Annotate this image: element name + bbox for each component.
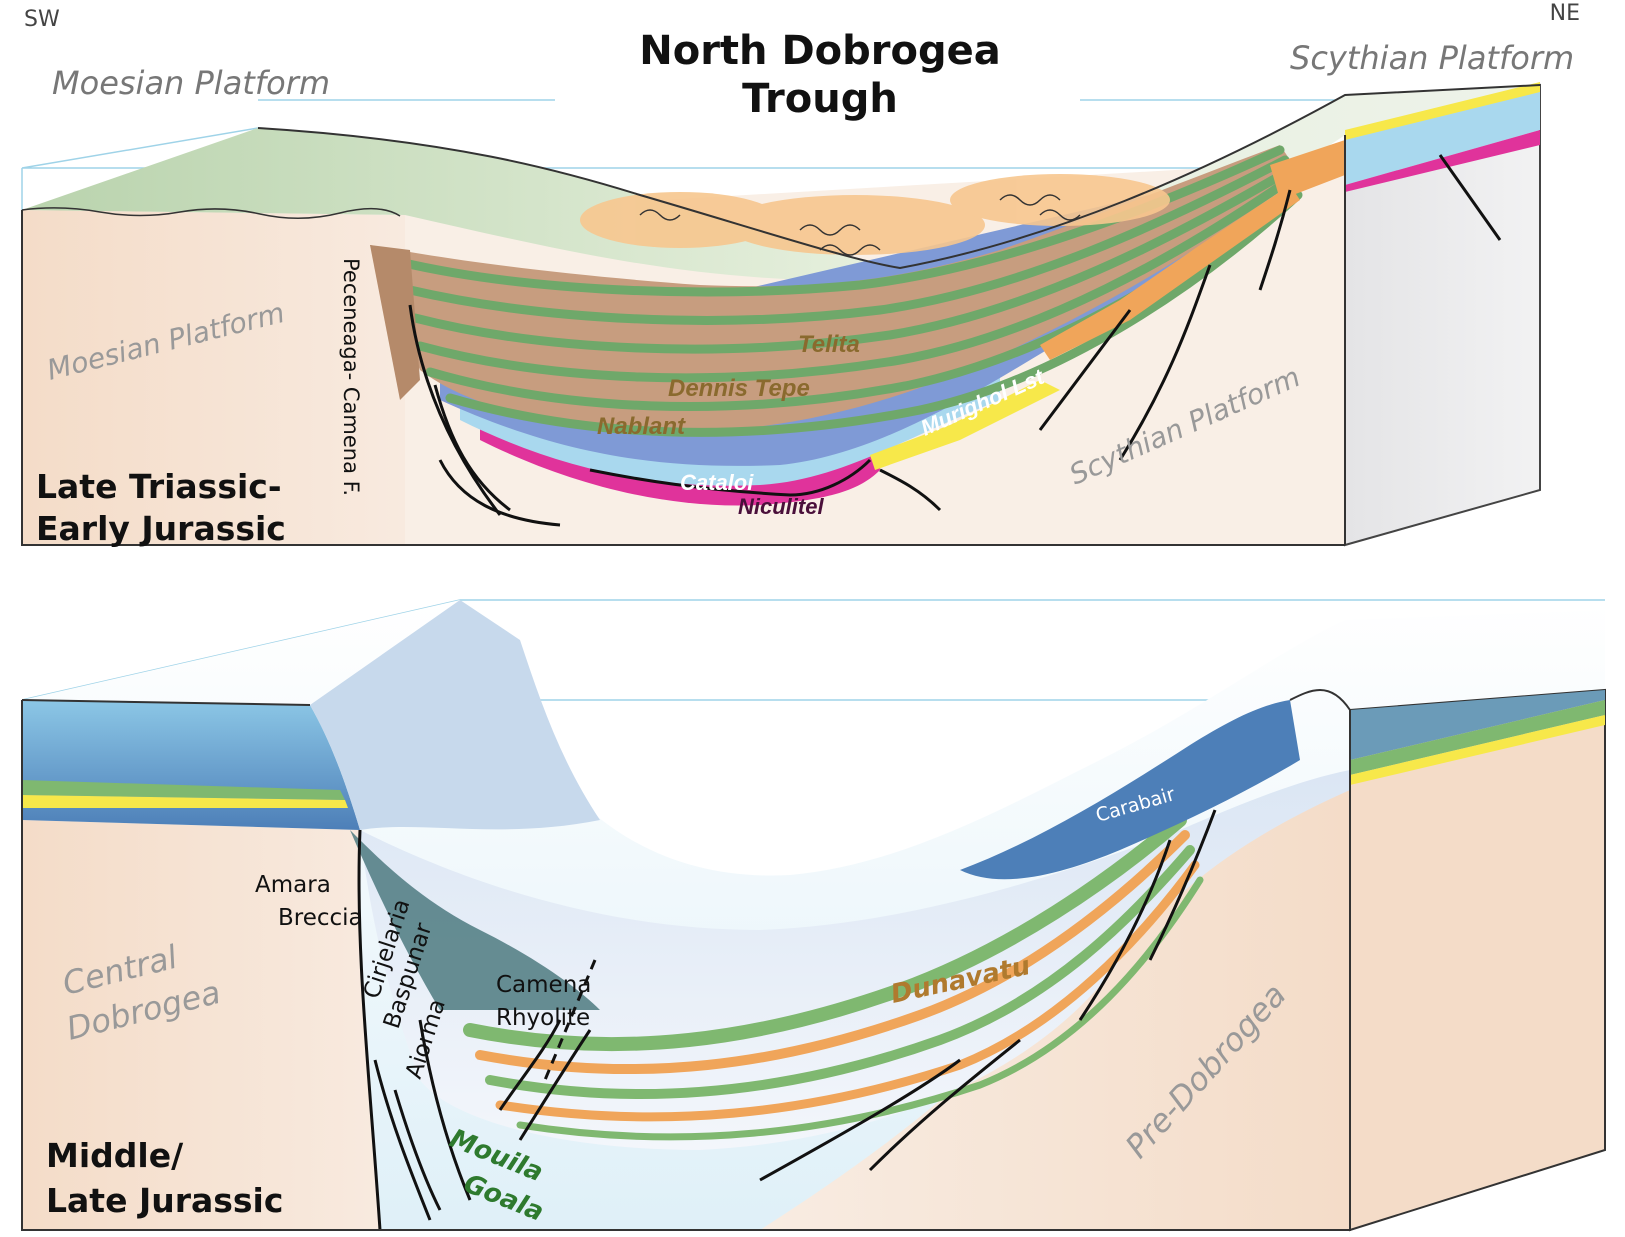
camena-dike — [543, 959, 597, 1081]
unit-breccia: Breccia — [278, 905, 363, 931]
top-block-outline — [21, 135, 1346, 546]
scythian-platform-top-label: Scythian Platform — [1290, 39, 1574, 77]
unit-dennis-tepe: Dennis Tepe — [668, 375, 810, 402]
platform-right-strip — [1345, 85, 1540, 185]
bottom-block-outline — [21, 700, 1351, 1231]
top-period-line1: Late Triassic- — [36, 467, 282, 506]
bottom-basement-left — [22, 820, 380, 1230]
unit-rhyolite: Rhyolite — [496, 1005, 590, 1031]
unit-nablant: Nablant — [597, 413, 686, 440]
orientation-sw: SW — [24, 7, 60, 32]
bottom-carabair-wedge — [960, 700, 1300, 880]
bottom-left-dark-units — [350, 830, 600, 1010]
diagram-title-line1: North Dobrogea — [639, 28, 1000, 74]
unit-niculitel: Niculitel — [738, 494, 824, 519]
moesian-platform-top-label: Moesian Platform — [52, 64, 330, 102]
bottom-period-line2: Late Jurassic — [46, 1181, 283, 1220]
bottom-period-line1: Middle/ — [46, 1136, 184, 1175]
bottom-left-cliff — [310, 600, 600, 830]
unit-cataloi: Cataloi — [680, 470, 754, 495]
unit-camena: Camena — [496, 972, 591, 998]
bottom-left-shelf — [22, 700, 360, 830]
top-back-frame — [21, 99, 1345, 215]
unit-telita: Telita — [798, 331, 860, 358]
top-basement-left — [22, 210, 405, 545]
bottom-dunavatu-beds — [463, 813, 1204, 1141]
platform-orange-facies — [1040, 185, 1300, 360]
platform-yellow-facies — [870, 380, 1060, 470]
diagram-title-line2: Trough — [742, 76, 898, 122]
bottom-basin-fill — [360, 770, 1350, 1150]
unit-amara: Amara — [255, 872, 331, 898]
top-period-line2: Early Jurassic — [36, 509, 286, 548]
fault-label: Peceneaga- Camena F. — [339, 258, 363, 496]
orientation-ne: NE — [1550, 1, 1580, 26]
top-panel: SW NE North Dobrogea Trough Moesian Plat… — [21, 1, 1580, 548]
bottom-panel: Amara Breccia Cirjelaria Baspunar Aiorma… — [21, 599, 1606, 1232]
fault-zone-strip — [370, 245, 420, 400]
bottom-faults — [357, 809, 1217, 1231]
top-faults — [408, 154, 1502, 527]
